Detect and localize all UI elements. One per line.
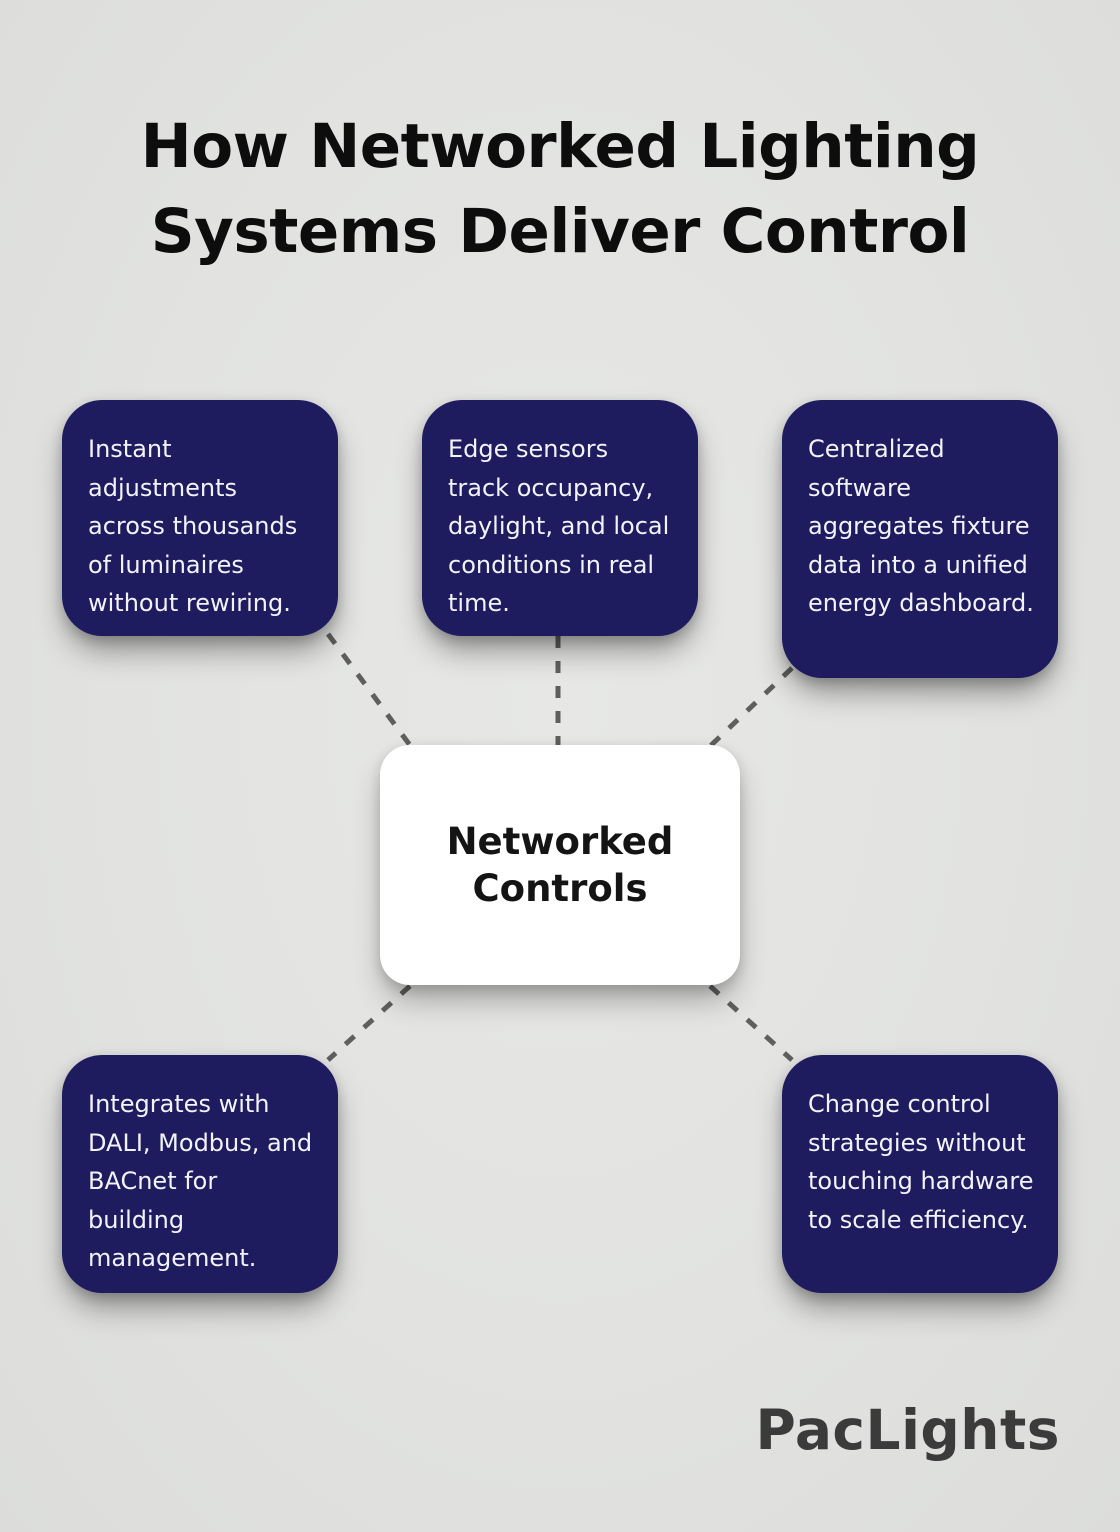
node-bottom-right: Change control strategies without touchi… [782,1055,1058,1293]
center-node: Networked Controls [380,745,740,985]
node-top-center-text: Edge sensors track occupancy, daylight, … [448,435,670,617]
brand-logo: PacLights [755,1398,1060,1462]
connector-top-right-line [704,666,794,752]
page-title-line-2: Systems Deliver Control [150,196,970,268]
node-top-left-text: Instant adjustments across thousands of … [88,435,298,617]
page-title-line-1: How Networked Lighting [140,111,980,182]
node-top-right-text: Centralized software aggregates fixture … [808,435,1034,617]
node-bottom-left-text: Integrates with DALI, Modbus, and BACnet… [88,1090,313,1272]
connector-bottom-left-line [326,984,412,1062]
node-bottom-right-text: Change control strategies without touchi… [808,1090,1034,1234]
connector-bottom-right-line [708,984,794,1062]
node-bottom-left: Integrates with DALI, Modbus, and BACnet… [62,1055,338,1293]
center-node-label: Networked Controls [446,819,674,910]
node-top-right: Centralized software aggregates fixture … [782,400,1058,678]
node-top-left: Instant adjustments across thousands of … [62,400,338,636]
connector-top-left-line [325,632,415,750]
node-top-center: Edge sensors track occupancy, daylight, … [422,400,698,636]
